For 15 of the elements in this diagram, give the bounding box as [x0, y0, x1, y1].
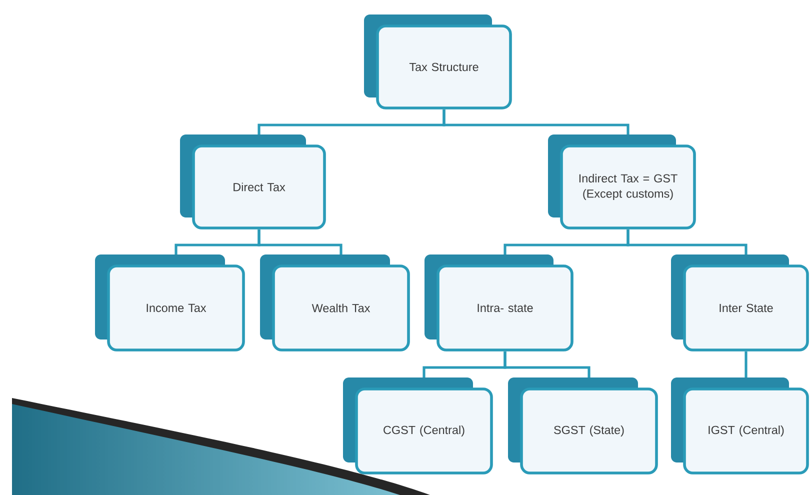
box: Direct Tax — [180, 134, 326, 230]
box: Income Tax — [95, 254, 245, 352]
box: SGST (State) — [508, 378, 658, 474]
box: Intra- state — [424, 254, 574, 352]
connector-line — [744, 352, 748, 378]
box: Tax Structure — [364, 14, 512, 110]
box: IGST (Central) — [671, 378, 809, 474]
connector-line — [258, 230, 342, 254]
connector-line — [626, 230, 748, 254]
connector-line — [504, 352, 590, 378]
box: Indirect Tax = GST (Except customs) — [548, 134, 696, 230]
box: Inter State — [671, 254, 809, 352]
box: CGST (Central) — [343, 378, 493, 474]
connector-line — [442, 110, 630, 134]
box: Wealth Tax — [260, 254, 410, 352]
